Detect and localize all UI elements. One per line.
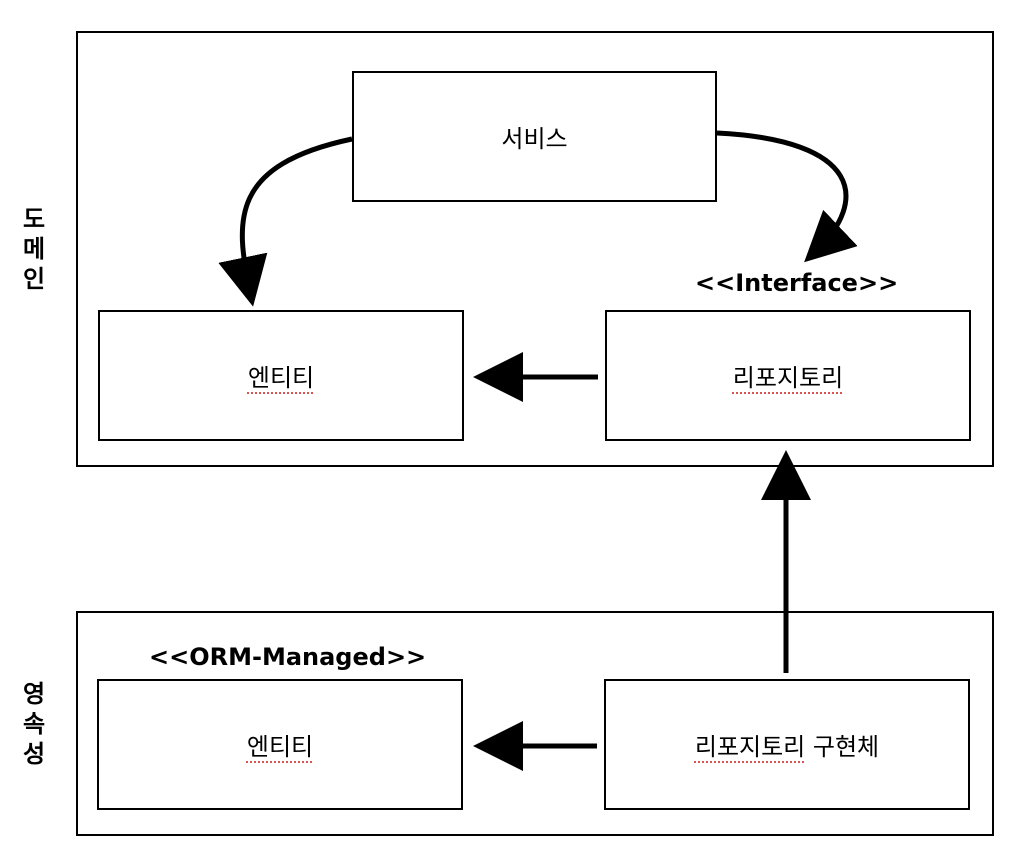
repository-impl-suffix: 구현체 — [805, 733, 880, 761]
repository-impl-box: 리포지토리 구현체 — [604, 679, 970, 810]
service-box: 서비스 — [352, 71, 717, 202]
domain-entity-label: 엔티티 — [247, 364, 315, 392]
persistence-entity-label: 엔티티 — [246, 733, 314, 761]
domain-layer — [76, 31, 994, 467]
persistence-entity-box: 엔티티 — [97, 679, 463, 810]
orm-managed-stereotype: <<ORM-Managed>> — [149, 643, 427, 671]
persistence-label-char-3: 성 — [22, 740, 46, 768]
persistence-layer — [76, 611, 994, 836]
repository-box: 리포지토리 — [605, 310, 971, 441]
domain-label-char-2: 메 — [22, 235, 46, 263]
persistence-label-char-2: 속 — [22, 710, 46, 738]
interface-stereotype: <<Interface>> — [695, 269, 899, 297]
persistence-label-char-1: 영 — [22, 680, 46, 708]
domain-entity-box: 엔티티 — [98, 310, 464, 441]
domain-label-char-3: 인 — [22, 265, 46, 293]
repository-impl-label: 리포지토리 구현체 — [695, 727, 879, 762]
repository-impl-main: 리포지토리 — [694, 733, 806, 761]
repository-label: 리포지토리 — [732, 364, 844, 392]
persistence-layer-label: 영 속 성 — [19, 679, 49, 769]
domain-layer-label: 도 메 인 — [19, 204, 49, 294]
service-label: 서비스 — [501, 125, 568, 153]
domain-label-char-1: 도 — [22, 205, 46, 233]
